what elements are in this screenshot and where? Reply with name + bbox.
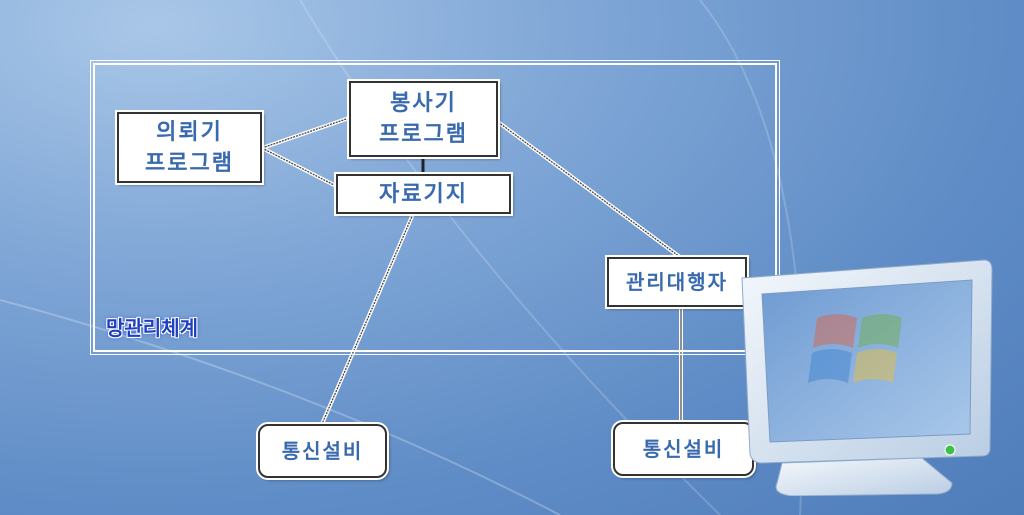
client-program-node: 의뢰기 프로그램 [117,112,262,183]
node-label: 프로그램 [145,150,234,176]
network-management-system-frame [90,60,780,355]
background-swoosh [0,299,561,515]
node-label: 관리대행자 [626,269,728,294]
comm-equipment-node-right: 통신설비 [613,422,754,476]
monitor-icon [741,259,993,496]
server-program-node: 봉사기 프로그램 [349,81,498,157]
node-label: 봉사기 [390,91,457,116]
database-node: 자료기지 [336,174,511,214]
node-label: 의뢰기 [156,119,223,145]
node-label: 프로그램 [379,122,468,147]
system-label: 망관리체계 [106,316,198,340]
comm-equipment-node-left: 통신설비 [258,424,387,478]
node-label: 통신설비 [642,436,725,461]
node-label: 통신설비 [281,438,364,463]
node-label: 자료기지 [379,181,468,207]
